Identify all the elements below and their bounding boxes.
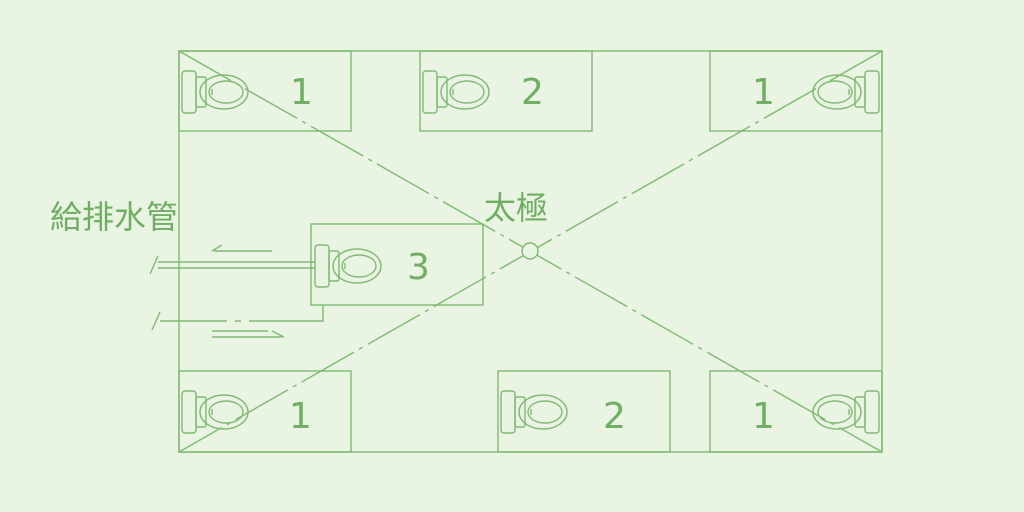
- room-label: 1: [752, 396, 775, 437]
- pipe-label: 給排水管: [50, 198, 178, 236]
- pole-label: 太極: [484, 189, 548, 227]
- toilet-icon: [314, 244, 382, 288]
- room-label: 2: [603, 396, 626, 437]
- toilet-icon: [500, 390, 568, 434]
- room-label: 1: [290, 72, 313, 113]
- room-label: 1: [289, 396, 312, 437]
- room-label: 3: [407, 247, 430, 288]
- pipe-break-mark: [151, 311, 161, 331]
- toilet-icon: [812, 70, 880, 114]
- toilet-icon: [422, 70, 490, 114]
- arrow-left-icon: [211, 244, 272, 252]
- pipe-break-mark: [149, 255, 159, 275]
- toilet-icon: [181, 390, 249, 434]
- room-bottom-middle: [497, 370, 671, 453]
- room-center: [310, 223, 484, 306]
- room-top-left: [178, 50, 352, 132]
- room-label: 1: [752, 72, 775, 113]
- room-label: 2: [521, 72, 544, 113]
- room-bottom-left: [178, 370, 352, 453]
- drain-pipe-line: [160, 305, 324, 322]
- toilet-icon: [181, 70, 249, 114]
- toilet-icon: [812, 390, 880, 434]
- center-pole-marker: [521, 242, 539, 260]
- room-bottom-right: [709, 370, 883, 453]
- room-top-middle: [419, 50, 593, 132]
- arrow-right-icon: [212, 330, 285, 338]
- room-top-right: [709, 50, 883, 132]
